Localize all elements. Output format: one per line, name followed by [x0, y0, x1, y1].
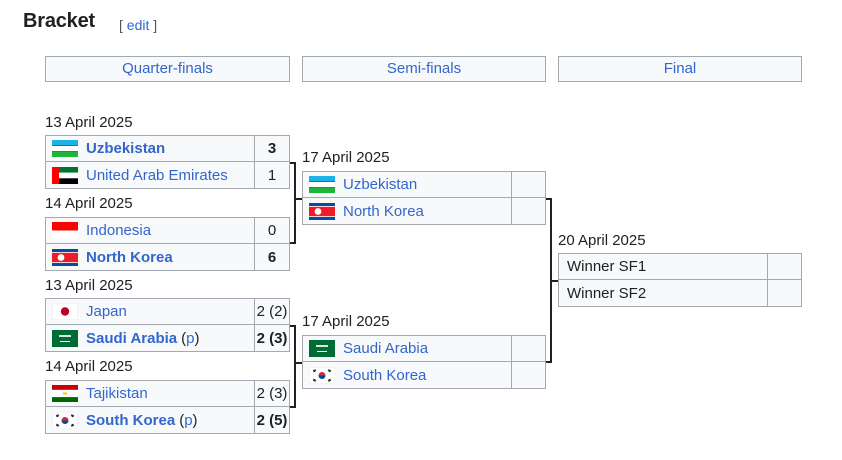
- bracket-connector: [294, 325, 296, 408]
- team-score: 3: [254, 135, 290, 162]
- bracket-connector: [550, 280, 558, 282]
- edit-link[interactable]: edit: [126, 17, 150, 33]
- sf-match-2: Saudi Arabia South Korea: [302, 335, 546, 389]
- team-name[interactable]: North Korea: [343, 202, 424, 220]
- team-row: United Arab Emirates 1: [45, 162, 290, 189]
- qf-match-2: Indonesia 0 North Korea 6: [45, 217, 290, 271]
- sf-match-1: Uzbekistan North Korea: [302, 171, 546, 225]
- penalties-note: (p): [181, 329, 200, 347]
- team-name[interactable]: Uzbekistan: [343, 176, 418, 193]
- edit-bracket-close: ]: [153, 17, 158, 33]
- match-date: 14 April 2025: [45, 195, 133, 212]
- penalties-link[interactable]: p: [184, 411, 193, 429]
- penalties-note: (p): [179, 411, 198, 429]
- team-row: North Korea 6: [45, 244, 290, 271]
- team-score: [767, 280, 802, 307]
- team-row: North Korea: [302, 198, 546, 225]
- team-row: Saudi Arabia: [302, 335, 546, 362]
- team-score: [767, 253, 802, 280]
- team-score: [511, 335, 546, 362]
- tajikistan-flag: [52, 385, 78, 402]
- bracket-connector: [294, 362, 302, 364]
- japan-flag: [52, 303, 78, 320]
- team-row: South Korea: [302, 362, 546, 389]
- bracket-connector: [294, 198, 302, 200]
- team-score: 0: [254, 217, 290, 244]
- saudi-arabia-flag: [52, 329, 78, 347]
- team-score: 2 (5): [254, 407, 290, 434]
- team-row: Tajikistan 2 (3): [45, 380, 290, 407]
- team-row: Saudi Arabia (p) 2 (3): [45, 325, 290, 352]
- team-row: Winner SF1: [558, 253, 802, 280]
- team-row: Indonesia 0: [45, 217, 290, 244]
- qf-match-3: Japan 2 (2) Saudi Arabia (p) 2 (3): [45, 298, 290, 352]
- match-date: 13 April 2025: [45, 114, 133, 131]
- team-name: Winner SF2: [567, 284, 647, 302]
- bracket-connector: [546, 198, 552, 200]
- qf-match-4: Tajikistan 2 (3) South Korea (p) 2 (5): [45, 380, 290, 434]
- saudi-arabia-flag: [309, 340, 335, 357]
- bracket-connector: [290, 242, 296, 244]
- team-name[interactable]: Indonesia: [86, 222, 152, 239]
- south-korea-flag: [309, 366, 335, 384]
- indonesia-flag: [52, 222, 78, 239]
- team-score: 2 (3): [254, 380, 290, 407]
- team-name[interactable]: United Arab Emirates: [86, 166, 228, 184]
- bracket-connector: [546, 361, 552, 363]
- team-name[interactable]: Tajikistan: [86, 385, 148, 402]
- bracket-connector: [290, 406, 296, 408]
- team-name[interactable]: North Korea: [86, 248, 173, 266]
- uae-flag: [52, 166, 78, 184]
- section-heading: Bracket: [23, 10, 95, 32]
- team-row: Japan 2 (2): [45, 298, 290, 325]
- bracket-connector: [290, 325, 296, 327]
- uzbekistan-flag: [309, 176, 335, 193]
- team-score: [511, 171, 546, 198]
- match-date: 20 April 2025: [558, 232, 646, 249]
- match-date: 17 April 2025: [302, 313, 390, 330]
- round-header-final[interactable]: Final: [558, 56, 802, 82]
- team-score: 1: [254, 162, 290, 189]
- bracket-connector: [294, 162, 296, 244]
- team-name[interactable]: South Korea: [86, 411, 176, 429]
- team-name[interactable]: Saudi Arabia: [86, 329, 178, 347]
- team-score: 2 (2): [254, 298, 290, 325]
- round-header-semi-finals[interactable]: Semi-finals: [302, 56, 546, 82]
- uzbekistan-flag: [52, 140, 78, 157]
- south-korea-flag: [52, 411, 78, 429]
- team-score: [511, 198, 546, 225]
- final-match: Winner SF1 Winner SF2: [558, 253, 802, 307]
- bracket-connector: [290, 162, 296, 164]
- round-header-quarter-finals[interactable]: Quarter-finals: [45, 56, 290, 82]
- team-name[interactable]: Japan: [86, 303, 127, 320]
- team-row: Uzbekistan 3: [45, 135, 290, 162]
- qf-match-1: Uzbekistan 3 United Arab Emirates 1: [45, 135, 290, 189]
- team-score: 6: [254, 244, 290, 271]
- north-korea-flag: [309, 202, 335, 220]
- team-name[interactable]: South Korea: [343, 366, 427, 384]
- team-row: Winner SF2: [558, 280, 802, 307]
- team-row: Uzbekistan: [302, 171, 546, 198]
- edit-section: [ edit ]: [119, 17, 157, 33]
- team-name[interactable]: Uzbekistan: [86, 140, 166, 157]
- team-row: South Korea (p) 2 (5): [45, 407, 290, 434]
- team-name: Winner SF1: [567, 258, 647, 275]
- edit-bracket-open: [: [119, 17, 123, 33]
- match-date: 17 April 2025: [302, 149, 390, 166]
- match-date: 13 April 2025: [45, 277, 133, 294]
- north-korea-flag: [52, 248, 78, 266]
- team-score: 2 (3): [254, 325, 290, 352]
- team-name[interactable]: Saudi Arabia: [343, 340, 429, 357]
- team-score: [511, 362, 546, 389]
- penalties-link[interactable]: p: [186, 329, 195, 347]
- match-date: 14 April 2025: [45, 358, 133, 375]
